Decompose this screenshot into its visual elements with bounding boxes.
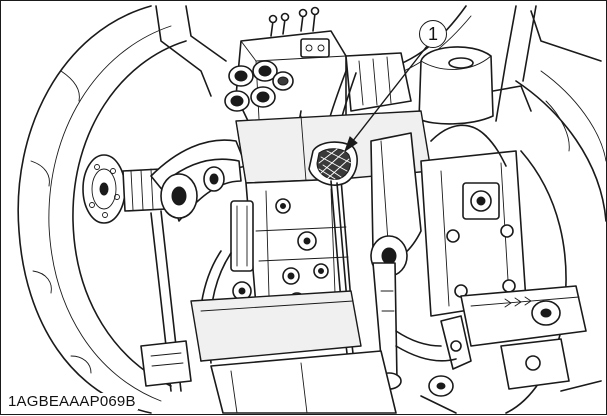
hydraulic-valve-block: [224, 6, 347, 124]
left-axle-hub: [82, 154, 167, 224]
callout-number: 1: [419, 20, 447, 48]
highlighted-component: [308, 141, 358, 186]
right-bracket: [420, 124, 527, 317]
callout-leader: [344, 45, 428, 153]
figure-code: 1AGBEAAAP069B: [6, 393, 138, 410]
drawbar: [440, 285, 587, 370]
reservoir-tank: [418, 46, 532, 125]
lower-frame: [190, 290, 602, 414]
left-lift-arm: [150, 139, 247, 222]
left-rear-tire: [17, 5, 187, 414]
